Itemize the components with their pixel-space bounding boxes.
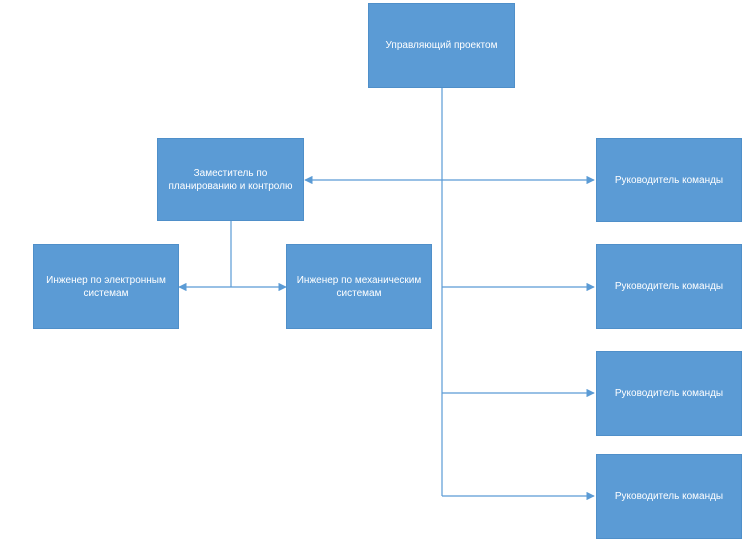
node-engineer-electronic: Инженер по электронным системам: [33, 244, 179, 329]
node-label: Руководитель команды: [614, 388, 724, 399]
node-engineer-mechanical: Инженер по механическим системам: [286, 244, 432, 329]
node-team-lead-3: Руководитель команды: [596, 351, 742, 436]
node-deputy-planning-control: Заместитель по планированию и контролю: [157, 138, 304, 221]
node-label: Инженер по механическим системам: [296, 274, 422, 299]
node-label: Заместитель по планированию и контролю: [168, 167, 293, 192]
node-label: Руководитель команды: [614, 491, 724, 502]
node-label: Инженер по электронным системам: [46, 274, 166, 299]
node-team-lead-4: Руководитель команды: [596, 454, 742, 539]
node-label: Руководитель команды: [614, 281, 724, 292]
node-team-lead-2: Руководитель команды: [596, 244, 742, 329]
node-label: Руководитель команды: [614, 174, 724, 186]
node-team-lead-1: Руководитель команды: [596, 138, 742, 222]
node-label: Управляющий проектом: [385, 40, 498, 51]
node-project-manager: Управляющий проектом: [368, 3, 515, 88]
